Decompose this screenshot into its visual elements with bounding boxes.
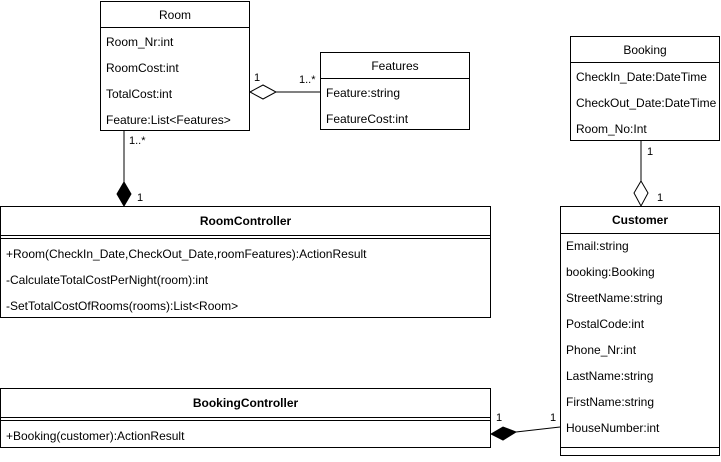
class-features-attribute: Feature:string bbox=[326, 86, 401, 100]
multiplicity-label: 1 bbox=[137, 192, 144, 204]
class-customer-attribute: Email:string bbox=[566, 239, 629, 253]
multiplicity-label: 1 bbox=[550, 412, 557, 424]
class-room-controller-title: RoomController bbox=[199, 213, 292, 228]
class-customer-attribute: FirstName:string bbox=[566, 395, 655, 409]
class-room-controller-separator bbox=[1, 235, 490, 236]
multiplicity-label: 1..* bbox=[129, 135, 146, 147]
class-customer-attribute: PostalCode:int bbox=[566, 317, 645, 331]
multiplicity-label: 1 bbox=[647, 146, 654, 158]
customer-bookingcontroller-composition-diamond bbox=[489, 426, 518, 441]
class-customer-separator bbox=[561, 447, 719, 448]
class-features-title: Features bbox=[321, 53, 469, 79]
class-room-controller-operation: -SetTotalCostOfRooms(rooms):List<Room> bbox=[6, 299, 239, 313]
class-booking-controller[interactable]: BookingController +Booking(customer):Act… bbox=[0, 388, 491, 448]
class-customer-attribute: StreetName:string bbox=[566, 291, 663, 305]
class-room[interactable]: Room Room_Nr:int RoomCost:int TotalCost:… bbox=[100, 1, 250, 131]
class-booking[interactable]: Booking CheckIn_Date:DateTime CheckOut_D… bbox=[570, 36, 720, 141]
class-room-controller[interactable]: RoomController +Room(CheckIn_Date,CheckO… bbox=[0, 206, 491, 318]
class-customer-attribute: HouseNumber:int bbox=[566, 421, 660, 435]
class-booking-controller-separator bbox=[1, 417, 490, 418]
multiplicity-label: 1 bbox=[254, 72, 261, 84]
class-booking-attribute: CheckIn_Date:DateTime bbox=[576, 70, 707, 84]
class-booking-controller-title: BookingController bbox=[192, 395, 299, 410]
booking-customer-aggregation-diamond bbox=[633, 180, 649, 208]
class-booking-controller-separator bbox=[1, 420, 490, 421]
multiplicity-label: 1 bbox=[496, 412, 503, 424]
class-room-attribute: RoomCost:int bbox=[106, 61, 179, 75]
class-features[interactable]: Features Feature:string FeatureCost:int bbox=[320, 52, 470, 130]
class-booking-controller-operation: +Booking(customer):ActionResult bbox=[6, 429, 185, 443]
class-customer-attribute: Phone_Nr:int bbox=[566, 343, 637, 357]
class-customer[interactable]: Customer Email:string booking:Booking St… bbox=[560, 206, 720, 456]
class-room-controller-operation: -CalculateTotalCostPerNight(room):int bbox=[6, 273, 209, 287]
class-room-attribute: Room_Nr:int bbox=[106, 35, 174, 49]
class-features-attribute: FeatureCost:int bbox=[326, 112, 409, 126]
class-booking-title: Booking bbox=[571, 37, 719, 63]
class-booking-attribute: Room_No:Int bbox=[576, 122, 647, 136]
room-roomcontroller-composition-diamond bbox=[116, 181, 132, 207]
class-customer-attribute: booking:Booking bbox=[566, 265, 655, 279]
class-booking-attribute: CheckOut_Date:DateTime bbox=[576, 96, 717, 110]
class-customer-attribute: LastName:string bbox=[566, 369, 654, 383]
multiplicity-label: 1..* bbox=[299, 74, 316, 86]
room-features-aggregation-diamond bbox=[248, 84, 278, 100]
class-room-attribute: Feature:List<Features> bbox=[106, 113, 231, 127]
multiplicity-label: 1 bbox=[657, 192, 664, 204]
class-room-controller-operation: +Room(CheckIn_Date,CheckOut_Date,roomFea… bbox=[6, 247, 367, 261]
class-customer-title: Customer bbox=[561, 207, 719, 234]
customer-bookingcontroller-link bbox=[515, 426, 561, 433]
class-room-attribute: TotalCost:int bbox=[106, 87, 173, 101]
class-room-title: Room bbox=[101, 2, 249, 28]
class-room-controller-separator bbox=[1, 238, 490, 239]
